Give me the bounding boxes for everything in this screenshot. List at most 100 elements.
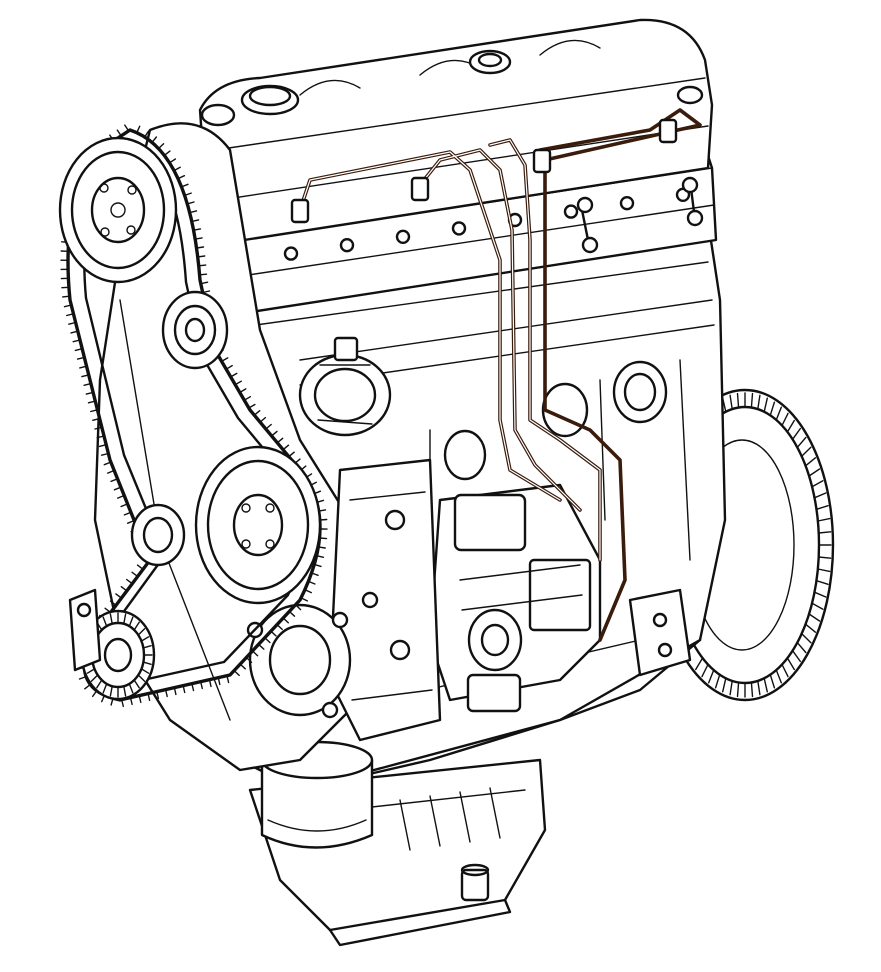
belt-tooth xyxy=(136,125,141,134)
flywheel-tooth xyxy=(817,517,831,522)
belt-tooth xyxy=(276,623,283,631)
flywheel-tooth xyxy=(818,556,832,559)
belt-tooth xyxy=(151,136,158,144)
belt-tooth xyxy=(124,124,130,132)
flywheel-tooth xyxy=(781,663,789,678)
belt-tooth xyxy=(183,192,192,197)
crank-gear-tooth xyxy=(128,683,134,694)
belt-tooth xyxy=(109,600,117,606)
flywheel-tooth xyxy=(729,394,733,410)
belt-tooth xyxy=(115,593,123,599)
belt-tooth xyxy=(192,228,202,231)
flywheel-tooth xyxy=(801,446,812,457)
crank-gear-tooth xyxy=(123,613,127,625)
crank-gear-tooth xyxy=(128,616,134,627)
flywheel-tooth xyxy=(736,681,740,698)
flywheel-tooth xyxy=(775,669,782,684)
belt-tooth xyxy=(194,237,203,240)
flywheel-tooth xyxy=(813,492,827,499)
belt-tooth xyxy=(225,364,233,370)
flywheel-tooth xyxy=(811,480,824,488)
belt-tooth xyxy=(72,339,81,343)
belt-tooth xyxy=(248,403,256,409)
gearbox-mount-bracket xyxy=(628,588,692,677)
belt-tooth xyxy=(199,681,204,690)
belt-tooth xyxy=(164,688,168,698)
head-bolt-row xyxy=(227,187,691,270)
flywheel-ring-gear xyxy=(695,392,832,698)
belt-tooth xyxy=(126,519,135,524)
belt-tooth xyxy=(317,546,326,549)
belt-tooth xyxy=(239,388,247,394)
belt-tooth xyxy=(196,255,206,258)
belt-tooth xyxy=(270,630,277,637)
belt-tooth xyxy=(89,409,99,413)
belt-tooth xyxy=(177,174,186,180)
belt-tooth xyxy=(156,690,160,700)
crank-gear-tooth xyxy=(102,683,108,694)
belt-tooth xyxy=(300,597,308,602)
belt-tooth xyxy=(63,304,73,308)
belt-tooth xyxy=(276,437,284,444)
belt-tooth xyxy=(243,396,252,401)
belt-tooth xyxy=(62,295,71,298)
belt-tooth xyxy=(106,469,115,474)
crank-gear-tooth xyxy=(140,636,150,642)
belt-tooth xyxy=(197,264,207,267)
belt-tensioner xyxy=(161,290,229,370)
belt-tooth xyxy=(157,142,165,150)
belt-tooth xyxy=(200,281,209,285)
belt-tooth xyxy=(147,692,151,702)
crank-gear-tooth xyxy=(102,616,108,627)
flywheel-tooth xyxy=(750,681,754,698)
belt-tooth xyxy=(188,210,198,214)
belt-tooth xyxy=(76,356,86,360)
belt-tooth xyxy=(294,604,302,611)
flywheel-tooth xyxy=(808,468,821,477)
flywheel-tooth xyxy=(736,392,740,409)
vacuum-pump xyxy=(298,336,392,437)
belt-tooth xyxy=(68,321,77,325)
injection-pump xyxy=(428,483,602,713)
crank-gear-tooth xyxy=(142,645,152,649)
flywheel-tooth xyxy=(786,419,795,433)
crank-gear-tooth xyxy=(123,685,127,697)
belt-tooth xyxy=(74,348,83,352)
belt-tooth xyxy=(315,555,325,558)
belt-tooth xyxy=(79,365,88,369)
belt-tooth xyxy=(264,637,271,644)
belt-tooth xyxy=(78,675,87,680)
belt-tooth xyxy=(81,374,90,378)
head-bolt xyxy=(563,204,579,219)
injector-pipes xyxy=(290,108,702,642)
belt-tooth xyxy=(120,503,129,508)
flywheel-tooth xyxy=(750,392,754,409)
belt-tooth xyxy=(245,656,253,663)
belt-tooth xyxy=(103,461,112,466)
belt-tooth xyxy=(229,372,238,378)
head-bolt xyxy=(283,246,299,261)
belt-tooth xyxy=(304,589,312,594)
head-bolt xyxy=(451,221,467,236)
flywheel-tooth xyxy=(796,436,807,449)
flywheel-tooth xyxy=(786,657,795,671)
flywheel-tooth xyxy=(769,401,776,416)
belt-tooth xyxy=(116,129,122,137)
belt-tooth xyxy=(100,452,110,456)
flywheel-tooth xyxy=(808,613,821,622)
flywheel-tooth xyxy=(804,457,817,467)
belt-tooth xyxy=(173,686,177,696)
belt-tooth xyxy=(217,677,221,686)
head-bolt xyxy=(619,195,635,211)
belt-tooth xyxy=(65,313,75,317)
crank-gear-tooth xyxy=(133,679,140,689)
front-bracket xyxy=(328,458,442,742)
flywheel-tooth xyxy=(804,623,817,633)
belt-tooth xyxy=(310,572,319,576)
belt-tooth xyxy=(129,696,133,706)
crank-gear-tooth xyxy=(90,674,99,682)
flywheel-tooth xyxy=(817,568,831,573)
belt-tooth xyxy=(110,478,119,483)
flywheel-tooth xyxy=(815,580,829,585)
